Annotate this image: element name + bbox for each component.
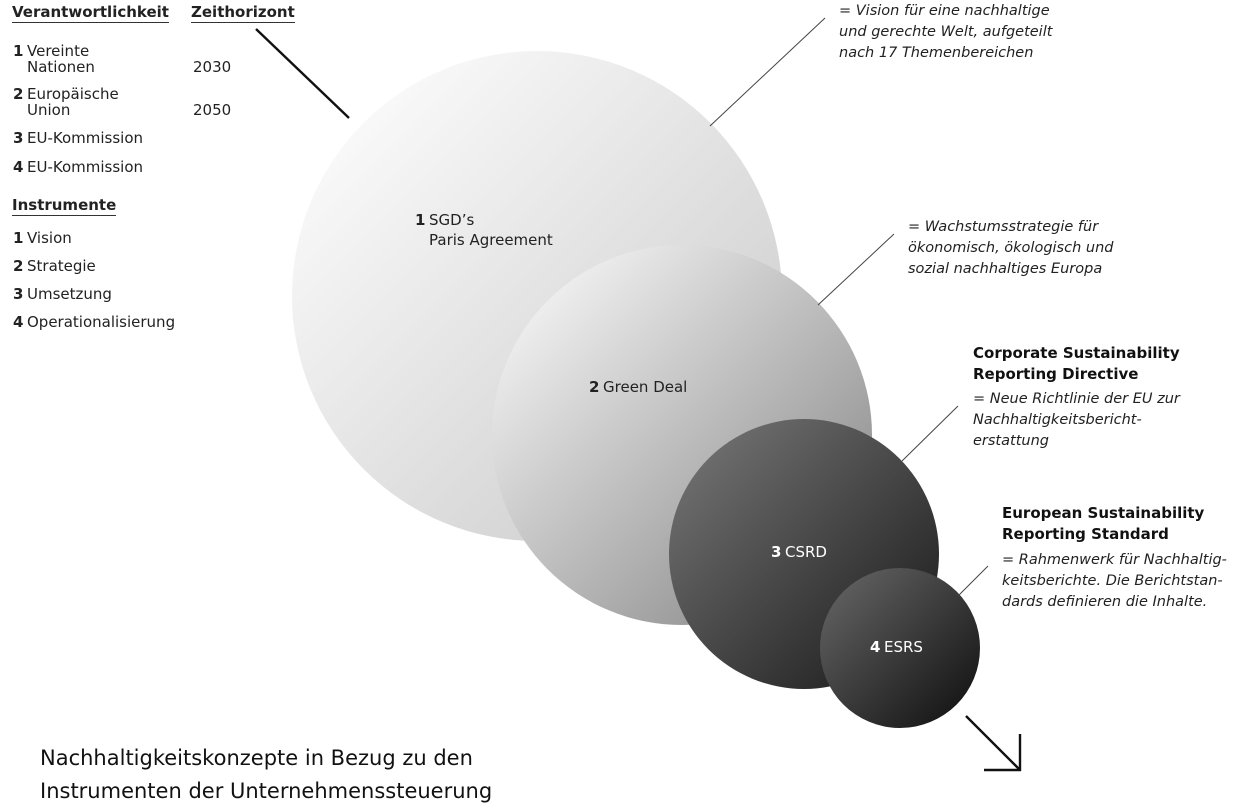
annotation-esrs: = Rahmenwerk für Nachhaltig- keitsberich…: [1002, 552, 1227, 610]
leader-line-sdg: [709, 17, 826, 127]
leader-line-csrd: [901, 405, 959, 462]
responsibility-header: Verantwortlichkeit: [12, 3, 169, 23]
horizon-year-1: 2030: [193, 58, 232, 76]
entry-arrow-line: [255, 28, 350, 119]
exit-arrow-icon: [965, 715, 1022, 772]
instruments-header: Instrumente: [12, 196, 117, 216]
annotation-green-deal: = Wachstumsstrategie für ökonomisch, öko…: [908, 219, 1114, 277]
annotation-sdg: = Vision für eine nachhaltige und gerech…: [839, 3, 1053, 61]
leader-line-esrs: [957, 565, 989, 597]
annotation-csrd: = Neue Richtlinie der EU zur Nachhaltigk…: [973, 391, 1180, 449]
circle-esrs: [820, 568, 980, 728]
horizon-year-2: 2050: [193, 101, 232, 119]
annotation-csrd-title: Corporate Sustainability Reporting Direc…: [973, 344, 1180, 383]
leader-line-green-deal: [817, 233, 895, 306]
annotation-esrs-title: European Sustainability Reporting Standa…: [1002, 504, 1205, 543]
diagram-title: Nachhaltigkeitskonzepte in Bezug zu den …: [40, 746, 493, 803]
horizon-header: Zeithorizont: [191, 3, 295, 23]
